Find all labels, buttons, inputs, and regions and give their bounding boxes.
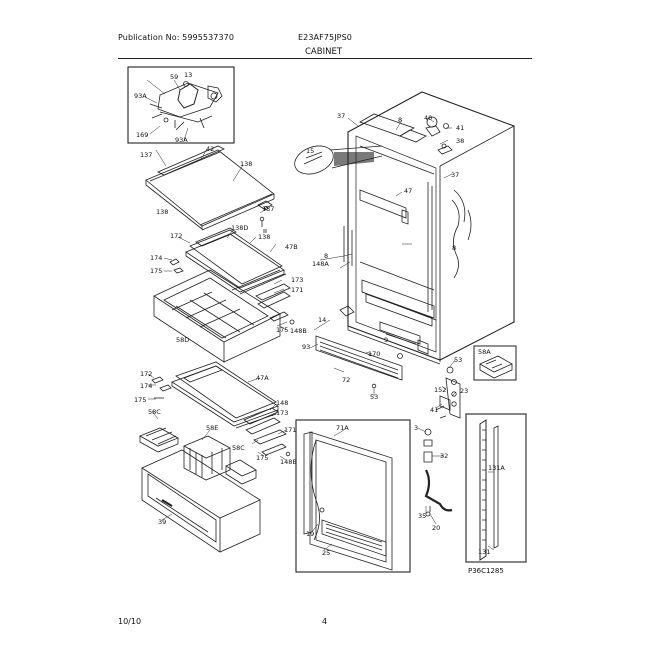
callout-93a: 93A (175, 136, 188, 144)
callout-93a: 93A (134, 92, 147, 100)
callout-58a: 58A (478, 348, 491, 356)
callout-37: 37 (337, 112, 345, 120)
callout-138d: 138D (231, 224, 248, 232)
callout-170: 170 (368, 350, 380, 358)
leader-lines (144, 79, 495, 551)
callout-131a: 131A (488, 464, 505, 472)
callout-137: 137 (262, 205, 274, 213)
lower-glass-shelf (171, 361, 279, 429)
drawing-code: P36C1285 (468, 567, 504, 575)
callout-175: 175 (150, 267, 162, 275)
wire-baskets (139, 427, 257, 485)
callout-174: 174 (140, 382, 152, 390)
callout-173: 173 (276, 409, 288, 417)
callout-71a: 71A (336, 424, 349, 432)
callout-59: 59 (170, 73, 178, 81)
callout-37: 37 (451, 171, 459, 179)
callout-93: 93 (302, 343, 310, 351)
callout-25: 25 (322, 549, 330, 557)
callout-41: 41 (456, 124, 464, 132)
section-title: CABINET (305, 47, 343, 57)
publication-number: Publication No: 5995537370 (118, 33, 235, 42)
callout-32: 32 (440, 452, 448, 460)
callout-42: 42 (206, 145, 214, 153)
callout-138: 138 (156, 208, 168, 216)
handle-inset (465, 413, 527, 563)
callout-72: 72 (342, 376, 350, 384)
hinge-inset (127, 66, 235, 144)
evaporator-detail (294, 145, 383, 175)
callout-58e: 58E (206, 424, 218, 432)
callout-40: 40 (424, 114, 432, 122)
small-fasteners-mid (169, 205, 355, 325)
callout-58c: 58C (232, 444, 245, 452)
callout-148b: 148B (290, 327, 307, 335)
callout-47: 47 (404, 187, 412, 195)
callout-138: 138 (240, 160, 252, 168)
bin-inset (473, 345, 517, 381)
callout-172: 172 (140, 370, 152, 378)
handle-parts (423, 428, 453, 517)
callout-172: 172 (170, 232, 182, 240)
freezer-cabinet (343, 91, 515, 365)
callout-171: 171 (284, 426, 296, 434)
callout-9: 9 (384, 336, 388, 344)
callout-labels: 59 13 93A 169 93A 137 42 138 137 138 172… (134, 71, 505, 575)
middle-shelf (185, 227, 287, 295)
callout-148a: 148A (312, 260, 329, 268)
callout-138: 138 (258, 233, 270, 241)
callout-23: 23 (460, 387, 468, 395)
callout-13: 13 (184, 71, 192, 79)
callout-175: 175 (276, 326, 288, 334)
callout-47a: 47A (256, 374, 269, 382)
callout-148: 148 (276, 399, 288, 407)
callout-19: 19 (306, 530, 314, 538)
crisper-drawer-upper (153, 269, 291, 363)
callout-58d: 58D (176, 336, 189, 344)
callout-8: 8 (324, 252, 328, 260)
callout-47b: 47B (285, 243, 298, 251)
kick-plate (315, 335, 403, 389)
top-glass-shelf (145, 145, 275, 231)
callout-38: 38 (456, 137, 464, 145)
callout-152: 152 (434, 386, 446, 394)
callout-169: 169 (136, 131, 148, 139)
model-number: E23AF75JPS0 (298, 33, 352, 42)
fan-parts (425, 116, 453, 155)
callout-173: 173 (291, 276, 303, 284)
callout-53: 53 (370, 393, 378, 401)
callout-175: 175 (256, 454, 268, 462)
callout-8: 8 (398, 116, 402, 124)
callout-175: 175 (134, 396, 146, 404)
callout-8: 8 (452, 244, 456, 252)
callout-58c: 58C (148, 408, 161, 416)
callout-148b: 148B (280, 458, 297, 466)
callout-20: 20 (432, 524, 440, 532)
callout-15: 15 (306, 147, 314, 155)
callout-171: 171 (291, 286, 303, 294)
callout-137: 137 (140, 151, 152, 159)
callout-14: 14 (318, 316, 326, 324)
callout-53: 53 (454, 356, 462, 364)
door-liner-inset (295, 419, 411, 573)
page-number: 4 (322, 617, 328, 626)
crisper-drawer-lower (141, 449, 261, 553)
callout-3: 3 (414, 424, 418, 432)
footer-date: 10/10 (118, 617, 142, 626)
callout-174: 174 (150, 254, 162, 262)
callout-131: 131 (478, 548, 490, 556)
callout-35: 35 (418, 512, 426, 520)
callout-39: 39 (158, 518, 166, 526)
header-rule (118, 58, 532, 59)
callout-41: 41 (430, 406, 438, 414)
